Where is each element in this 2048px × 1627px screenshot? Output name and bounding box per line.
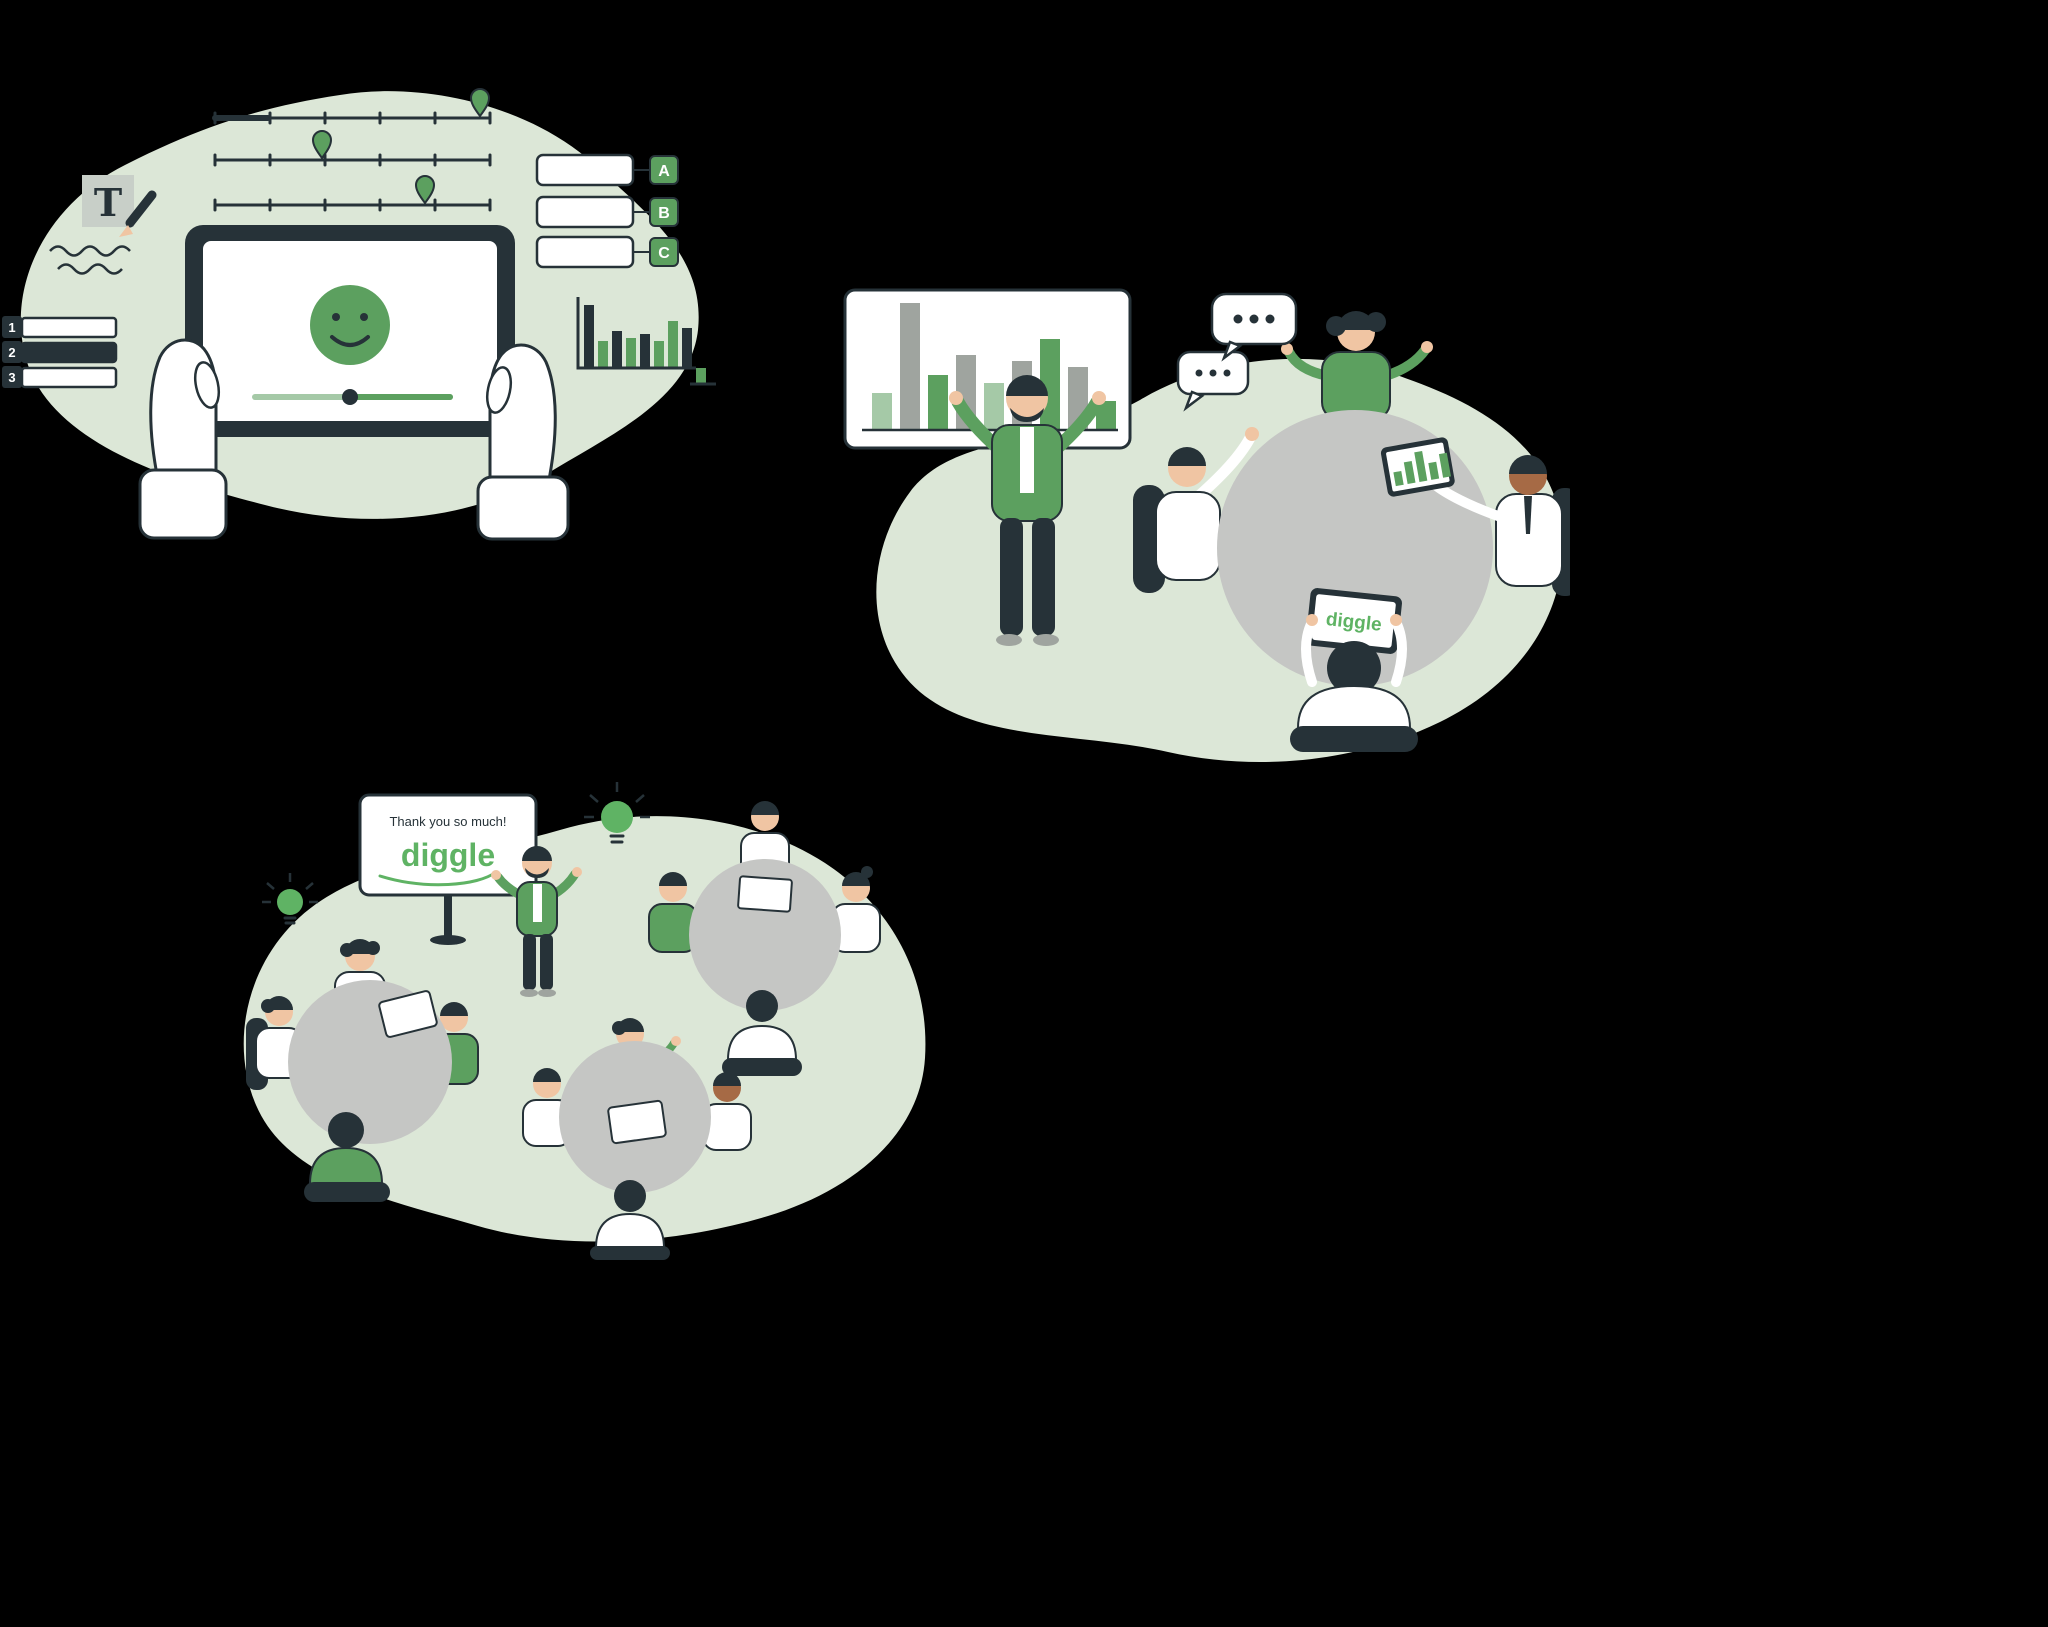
list-item-1: 1 xyxy=(2,316,118,339)
tablet xyxy=(185,225,515,437)
bar-chart-bars xyxy=(584,305,692,367)
tablet-on-table xyxy=(378,990,438,1038)
presenter xyxy=(949,375,1106,646)
speech-bubble xyxy=(1176,350,1250,412)
participant-back xyxy=(304,1112,390,1202)
participant xyxy=(522,1068,572,1147)
paper-on-table xyxy=(737,875,793,913)
text-tool-icon: T xyxy=(49,175,157,275)
participant-back xyxy=(722,990,802,1076)
left-hand xyxy=(138,338,228,540)
attendee-right xyxy=(1495,455,1570,596)
attendee-bottom-back: diggle xyxy=(1290,588,1418,752)
board-logo: diggle xyxy=(401,837,495,873)
participant xyxy=(246,996,303,1090)
diggle-tablet: diggle xyxy=(1305,588,1402,654)
list-number: 2 xyxy=(8,345,15,360)
answer-label: A xyxy=(658,163,670,180)
list-number: 3 xyxy=(8,370,15,385)
slider-row-3 xyxy=(213,175,492,212)
slider-knob xyxy=(342,389,358,405)
presentation-board xyxy=(843,288,1132,450)
tablet-bar-chart xyxy=(1393,451,1451,487)
map-pin-icon xyxy=(469,88,491,118)
feedback-scene: T A B C 1 xyxy=(2,88,716,541)
squiggle-line xyxy=(57,263,123,275)
answer-options: A B C xyxy=(535,153,679,269)
speech-bubble-dots xyxy=(1233,314,1275,324)
progress-slider xyxy=(252,389,453,405)
squiggle-line xyxy=(49,245,131,257)
workshop-scene: Thank you so much! diggle xyxy=(243,782,926,1260)
map-pin-icon xyxy=(414,175,436,205)
result-bar-chart xyxy=(576,297,716,386)
slider-row-1 xyxy=(212,88,492,125)
answer-label: C xyxy=(658,245,670,262)
table-bottom-group xyxy=(522,1018,752,1260)
numbered-list: 1 2 3 xyxy=(2,316,118,389)
text-tool-letter: T xyxy=(94,180,122,225)
light-bulb-icon xyxy=(584,782,650,844)
list-number: 1 xyxy=(8,320,15,335)
pencil-icon xyxy=(119,190,157,237)
right-hand xyxy=(476,343,570,541)
meeting-scene: diggle xyxy=(843,288,1570,762)
speech-bubble xyxy=(1210,292,1298,362)
smiley-face-icon xyxy=(310,285,390,365)
bar-chart-extra xyxy=(696,368,706,383)
attendee-left xyxy=(1133,427,1259,593)
participant xyxy=(648,872,698,953)
answer-option-c: C xyxy=(535,235,679,269)
list-item-2: 2 xyxy=(2,341,118,364)
list-item-3: 3 xyxy=(2,366,118,389)
tablet-on-table xyxy=(607,1099,667,1145)
workshop-presenter xyxy=(491,846,582,997)
answer-label: B xyxy=(658,205,670,222)
answer-option-b: B xyxy=(535,195,679,229)
table-topright-group xyxy=(648,801,881,1076)
map-pin-icon xyxy=(311,130,333,160)
timeline-sliders xyxy=(212,88,492,212)
table-left-group xyxy=(246,939,479,1202)
participant xyxy=(831,866,881,953)
slider-row-2 xyxy=(213,130,492,167)
answer-option-a: A xyxy=(535,153,679,187)
attendee-right-tablet xyxy=(1380,437,1503,521)
participant-back xyxy=(590,1180,670,1260)
thanks-board: Thank you so much! diggle xyxy=(358,793,538,945)
light-bulb-icon xyxy=(262,873,318,925)
board-title: Thank you so much! xyxy=(389,814,506,829)
round-table xyxy=(689,859,841,1011)
speech-bubble-dots xyxy=(1195,369,1231,377)
